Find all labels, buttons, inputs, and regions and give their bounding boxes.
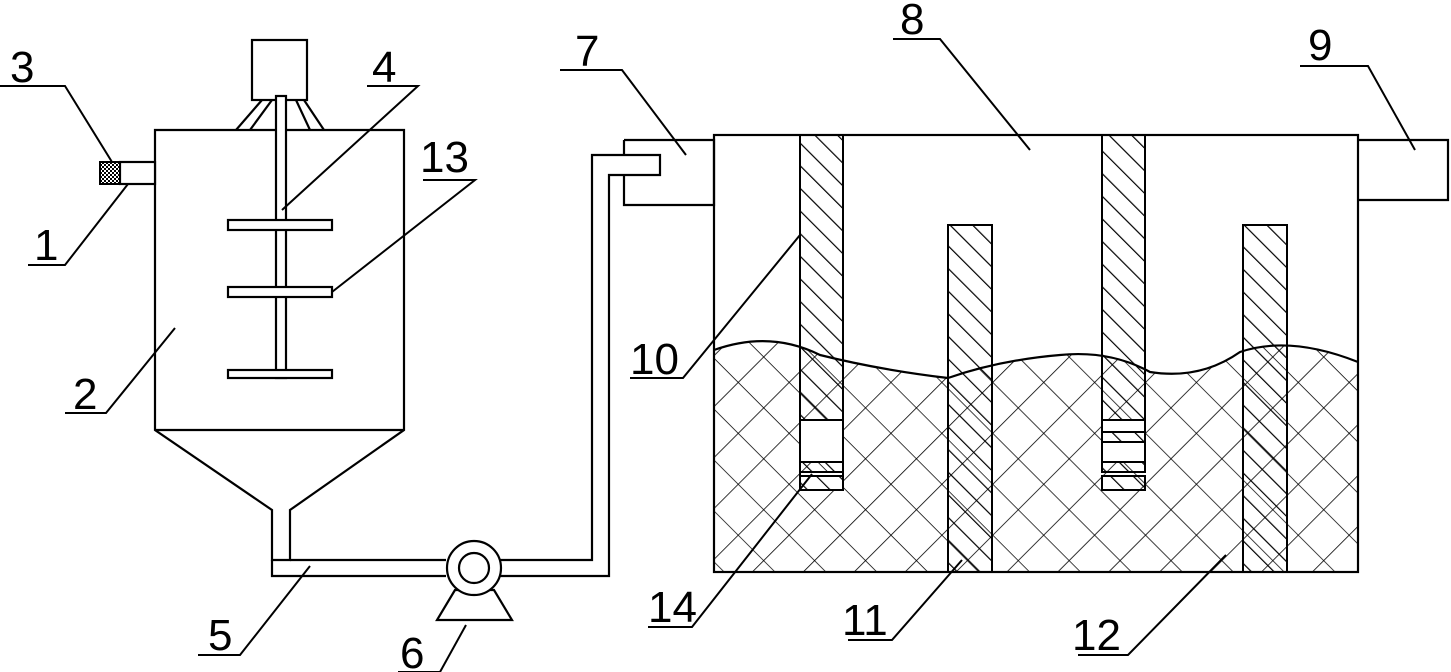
stirring-shaft [274,94,288,380]
label-12: 12 [1072,611,1121,660]
part-labels: 3 1 2 4 13 7 8 9 10 14 5 6 11 12 [10,0,1332,672]
outlet-pipe [270,558,446,578]
aerator [1101,475,1146,491]
filter-media [714,341,1358,572]
motor [250,38,309,102]
mixing-tank [99,38,406,562]
label-14: 14 [648,583,697,632]
aerator [799,475,844,491]
stirring-blade [226,368,334,380]
stirring-blade [226,218,334,232]
treatment-tank [712,133,1360,574]
label-2: 2 [73,370,97,419]
standing-baffle [1242,224,1288,573]
hanging-baffle [1101,134,1146,421]
stirring-blade [226,285,334,299]
leader-lines [0,38,1416,656]
label-7: 7 [575,27,599,76]
label-13: 13 [420,133,469,182]
label-1: 1 [34,221,58,270]
label-5: 5 [208,611,232,660]
tank-wall [712,133,1360,574]
label-9: 9 [1308,21,1332,70]
pump-impeller [457,551,491,585]
water-inlet-box [622,138,716,207]
hanging-baffle [799,134,844,421]
label-4: 4 [372,43,396,92]
label-10: 10 [630,335,679,384]
water-outlet-box [1358,138,1450,202]
motor-support [235,99,325,131]
label-6: 6 [400,629,424,672]
pump [435,539,514,622]
inlet-filter [99,161,121,185]
standing-baffle [947,224,993,573]
label-3: 3 [10,43,34,92]
label-11: 11 [842,596,888,645]
feed-inlet [118,160,157,186]
delivery-pipe [500,153,662,578]
label-8: 8 [900,0,924,44]
